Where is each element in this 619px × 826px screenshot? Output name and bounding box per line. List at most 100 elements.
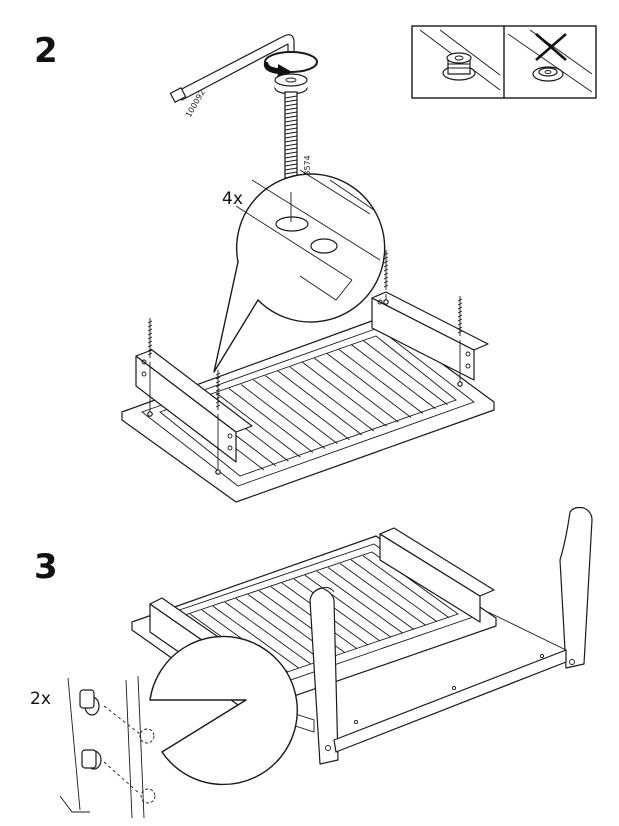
side-rail-right bbox=[371, 291, 489, 381]
slat-edge bbox=[240, 384, 326, 449]
screw-thread bbox=[383, 260, 389, 264]
bolt-thread bbox=[284, 111, 298, 115]
bolt-thread bbox=[284, 163, 298, 167]
screw-thread bbox=[215, 400, 221, 404]
step-2-number: 2 bbox=[34, 31, 58, 71]
screw-thread bbox=[383, 268, 389, 272]
slat bbox=[351, 344, 436, 410]
slat-edge bbox=[314, 357, 399, 423]
detail-magnifier-bolt-hole bbox=[213, 169, 386, 373]
slat bbox=[327, 567, 415, 630]
bolt-thread bbox=[284, 95, 298, 99]
screw-thread bbox=[457, 298, 463, 302]
screw-set bbox=[147, 250, 463, 475]
slat-edge bbox=[265, 375, 350, 441]
step-3-quantity: 2x bbox=[30, 689, 51, 709]
screw-thread bbox=[457, 314, 463, 318]
bolt-thread bbox=[284, 139, 298, 143]
screw-thread bbox=[383, 256, 389, 260]
step-2-quantity: 4x bbox=[222, 189, 243, 209]
bolt-thread bbox=[284, 99, 298, 103]
screw-thread bbox=[147, 320, 153, 324]
screw-thread bbox=[215, 404, 221, 408]
bolt-thread bbox=[284, 159, 298, 163]
screw-thread bbox=[383, 272, 389, 276]
bolt-thread bbox=[284, 123, 298, 127]
bolt-thread bbox=[284, 127, 298, 131]
bolt-thread bbox=[284, 107, 298, 111]
screw-thread bbox=[147, 328, 153, 332]
bolt-thread bbox=[284, 143, 298, 147]
slat-edge bbox=[316, 570, 404, 634]
bolt-thread bbox=[284, 147, 298, 151]
slat-edge bbox=[224, 601, 312, 665]
slat-edge bbox=[289, 366, 375, 432]
screw-thread bbox=[457, 326, 463, 330]
slat bbox=[235, 598, 323, 661]
bolt-thread bbox=[284, 103, 298, 107]
screw-hole bbox=[383, 299, 389, 305]
bolt-thread bbox=[284, 115, 298, 119]
step-3-number: 3 bbox=[34, 547, 58, 587]
bolt-flush-icon bbox=[419, 29, 501, 91]
bolt-thread bbox=[284, 155, 298, 159]
slat bbox=[304, 574, 392, 638]
screw-thread bbox=[147, 336, 153, 340]
slat bbox=[212, 605, 300, 669]
screw-thread bbox=[147, 348, 153, 352]
screw-thread bbox=[383, 264, 389, 268]
screw-thread bbox=[215, 372, 221, 376]
screw-thread bbox=[147, 324, 153, 328]
slat-edge bbox=[339, 563, 427, 626]
slat-edge bbox=[362, 555, 450, 619]
side-rail-right-step3 bbox=[379, 527, 495, 623]
screw-thread bbox=[215, 392, 221, 396]
slat bbox=[302, 361, 387, 427]
slat-edge bbox=[338, 349, 424, 414]
screw-thread bbox=[383, 252, 389, 256]
slat-edge bbox=[216, 392, 301, 458]
detail-magnifier-dowels bbox=[59, 635, 298, 819]
screw-hole bbox=[215, 469, 221, 475]
screw-hole bbox=[147, 411, 153, 417]
bolt-depth-comparison bbox=[411, 25, 597, 99]
bolt-thread bbox=[284, 131, 298, 135]
slat bbox=[253, 379, 338, 445]
allen-key: 100092 bbox=[169, 34, 295, 119]
screw-thread bbox=[215, 388, 221, 392]
bolt-thread bbox=[284, 167, 298, 171]
screw-thread bbox=[457, 318, 463, 322]
screw-thread bbox=[215, 396, 221, 400]
bolt-sunk-cross-icon bbox=[507, 29, 593, 93]
slat bbox=[228, 388, 314, 453]
side-rail-left bbox=[135, 349, 253, 463]
leg-frame bbox=[257, 506, 593, 765]
screw-thread bbox=[147, 352, 153, 356]
screw-thread bbox=[457, 302, 463, 306]
slat bbox=[277, 370, 363, 436]
slat bbox=[350, 559, 438, 623]
screw-thread bbox=[147, 344, 153, 348]
slat bbox=[326, 353, 412, 418]
screw-thread bbox=[215, 384, 221, 388]
screw-thread bbox=[147, 340, 153, 344]
screw-thread bbox=[457, 330, 463, 334]
screw-thread bbox=[215, 380, 221, 384]
screw-thread bbox=[383, 284, 389, 288]
bolt-thread bbox=[284, 171, 298, 175]
screw-thread bbox=[147, 332, 153, 336]
screw-thread bbox=[383, 276, 389, 280]
bolt-thread bbox=[284, 135, 298, 139]
bolt-thread bbox=[284, 151, 298, 155]
screw-thread bbox=[457, 310, 463, 314]
screw-hole bbox=[457, 381, 463, 387]
slat-edge bbox=[363, 340, 448, 406]
screw-thread bbox=[383, 280, 389, 284]
screw-thread bbox=[457, 306, 463, 310]
screw-thread bbox=[457, 322, 463, 326]
bolt-thread bbox=[284, 119, 298, 123]
screw-thread bbox=[215, 376, 221, 380]
slat-edge bbox=[293, 578, 381, 642]
